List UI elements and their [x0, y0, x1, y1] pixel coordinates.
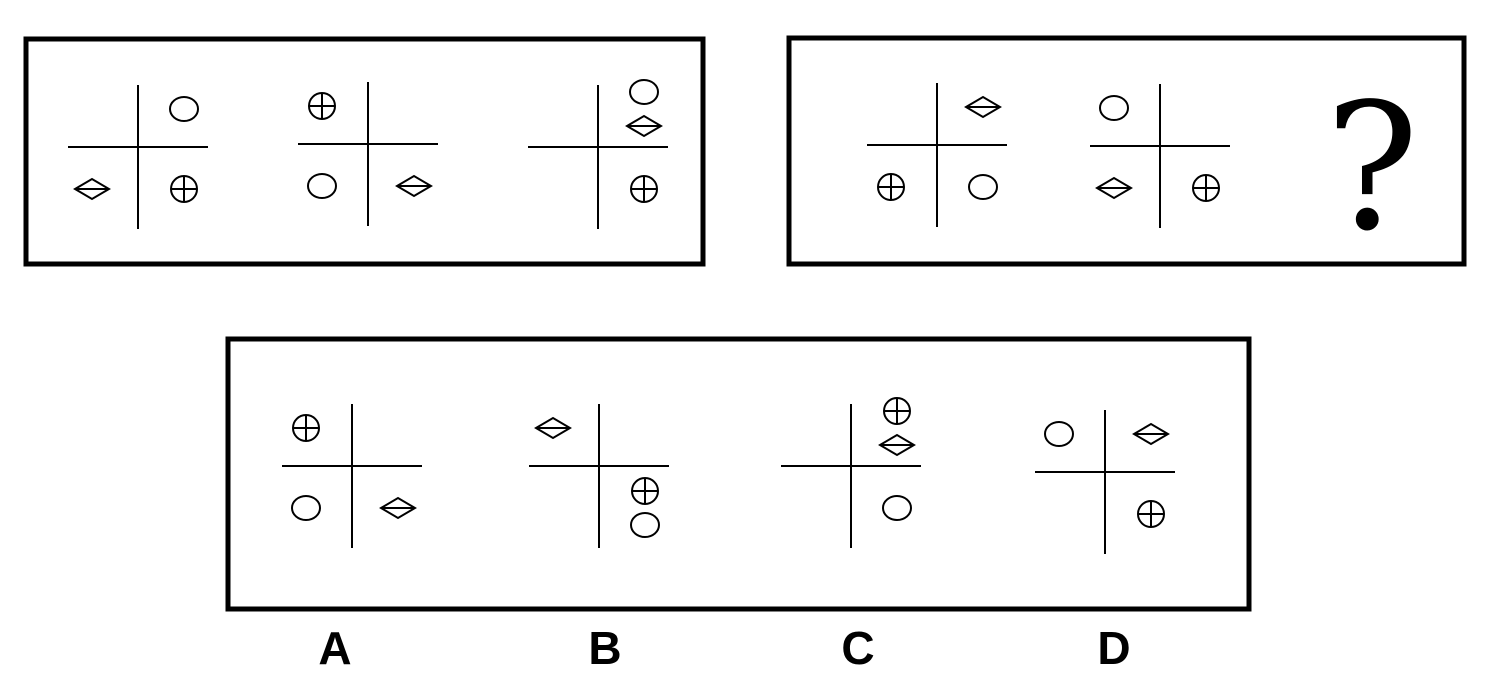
option-label-d[interactable]: D — [1097, 622, 1130, 674]
option-figure-b — [529, 404, 669, 548]
figure-1 — [68, 85, 208, 229]
circle-icon — [1099, 95, 1129, 121]
target-sequence-panel — [786, 35, 1467, 267]
circle-icon — [307, 173, 337, 199]
question-mark: ? — [1325, 67, 1419, 270]
circle-icon — [169, 96, 199, 122]
diamond-with-line-icon — [878, 433, 916, 457]
diamond-with-line-icon — [964, 95, 1002, 119]
figure-3 — [528, 79, 668, 229]
circle-with-plus-icon — [1137, 500, 1165, 528]
diamond-with-line-icon — [534, 416, 572, 440]
circle-with-plus-icon — [630, 175, 658, 203]
diamond-with-line-icon — [1095, 176, 1133, 200]
circle-with-plus-icon — [877, 173, 905, 201]
circle-with-plus-icon — [883, 397, 911, 425]
diamond-with-line-icon — [395, 174, 433, 198]
circle-with-plus-icon — [631, 477, 659, 505]
circle-with-plus-icon — [1192, 174, 1220, 202]
diamond-with-line-icon — [625, 114, 663, 138]
option-label-c[interactable]: C — [841, 622, 874, 674]
circle-icon — [882, 495, 912, 521]
circle-icon — [630, 512, 660, 538]
diamond-with-line-icon — [1132, 422, 1170, 446]
circle-icon — [291, 495, 321, 521]
circle-with-plus-icon — [292, 414, 320, 442]
option-figure-c — [781, 397, 921, 548]
figure-2 — [298, 82, 438, 226]
option-label-a[interactable]: A — [318, 622, 351, 674]
circle-icon — [629, 79, 659, 105]
given-sequence-panel — [23, 36, 706, 267]
circle-with-plus-icon — [308, 92, 336, 120]
diamond-with-line-icon — [379, 496, 417, 520]
option-figure-a — [282, 404, 422, 548]
option-figure-d — [1035, 410, 1175, 554]
option-label-b[interactable]: B — [588, 622, 621, 674]
options-panel — [225, 336, 1252, 612]
circle-icon — [1044, 421, 1074, 447]
figure-4 — [867, 83, 1007, 227]
figure-5 — [1090, 84, 1230, 228]
circle-with-plus-icon — [170, 175, 198, 203]
circle-icon — [968, 174, 998, 200]
diamond-with-line-icon — [73, 177, 111, 201]
